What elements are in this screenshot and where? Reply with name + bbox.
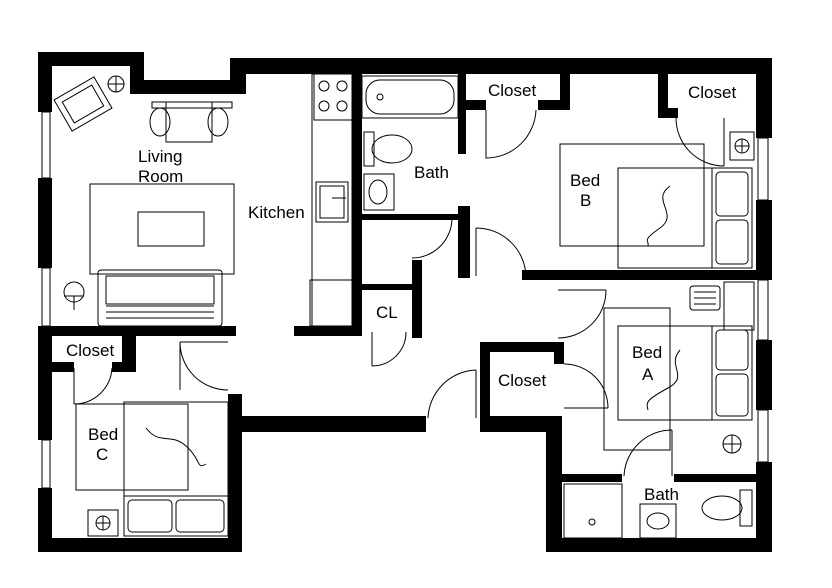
bed-a-furniture [603, 281, 755, 454]
bottom-sink-icon [639, 503, 677, 539]
closet-left-label: Closet [66, 341, 114, 360]
refrigerator-icon [309, 279, 353, 327]
exterior-walls [38, 52, 772, 552]
closet-top-middle-label: Closet [488, 81, 536, 100]
cl-label: CL [376, 303, 398, 322]
bed-c-icon [123, 401, 229, 537]
closet-center-label: Closet [498, 371, 546, 390]
bath-sink-icon [363, 173, 395, 211]
bed-a-label: Bed [632, 343, 662, 362]
bed-b-label: B [580, 191, 591, 210]
rug-icon [89, 183, 235, 275]
lamp-icon [107, 75, 125, 93]
interior-walls [38, 74, 772, 482]
bed-c-lamp-icon [87, 509, 119, 537]
nightstand-lamp-icon [729, 131, 755, 161]
closet-top-right-label: Closet [688, 83, 736, 102]
living-room-furniture [53, 75, 235, 327]
bottom-bath-fixtures [563, 483, 753, 539]
bed-c-label: C [96, 445, 108, 464]
bed-b-icon [617, 167, 753, 269]
living-room-label: Living [138, 147, 182, 166]
bed-b-furniture [559, 131, 755, 269]
door-swings [73, 109, 725, 477]
room-labels: Living Room Kitchen Bath Closet Closet B… [66, 81, 736, 504]
kitchen-fixtures [309, 73, 353, 329]
bottom-toilet-icon [701, 489, 753, 527]
living-room-label: Room [138, 167, 183, 186]
dining-table-icon [149, 101, 233, 143]
desk-chair-icon [689, 281, 755, 331]
floor-lamp-icon [63, 281, 85, 310]
bed-a-label: A [642, 365, 654, 384]
armchair-icon [53, 76, 113, 132]
stove-icon [313, 73, 353, 121]
bathtub-icon [361, 75, 459, 119]
shower-icon [563, 483, 623, 539]
bed-c-furniture [75, 401, 229, 537]
bed-b-label: Bed [570, 171, 600, 190]
bath-bottom-label: Bath [644, 485, 679, 504]
bed-c-label: Bed [88, 425, 118, 444]
kitchen-label: Kitchen [248, 203, 305, 222]
kitchen-sink-icon [315, 181, 349, 223]
top-bath-fixtures [361, 75, 459, 211]
toilet-icon [363, 131, 413, 167]
sofa-icon [97, 269, 223, 327]
bed-a-lamp-icon [722, 434, 742, 454]
bed-a-icon [617, 325, 753, 421]
bath-top-label: Bath [414, 163, 449, 182]
